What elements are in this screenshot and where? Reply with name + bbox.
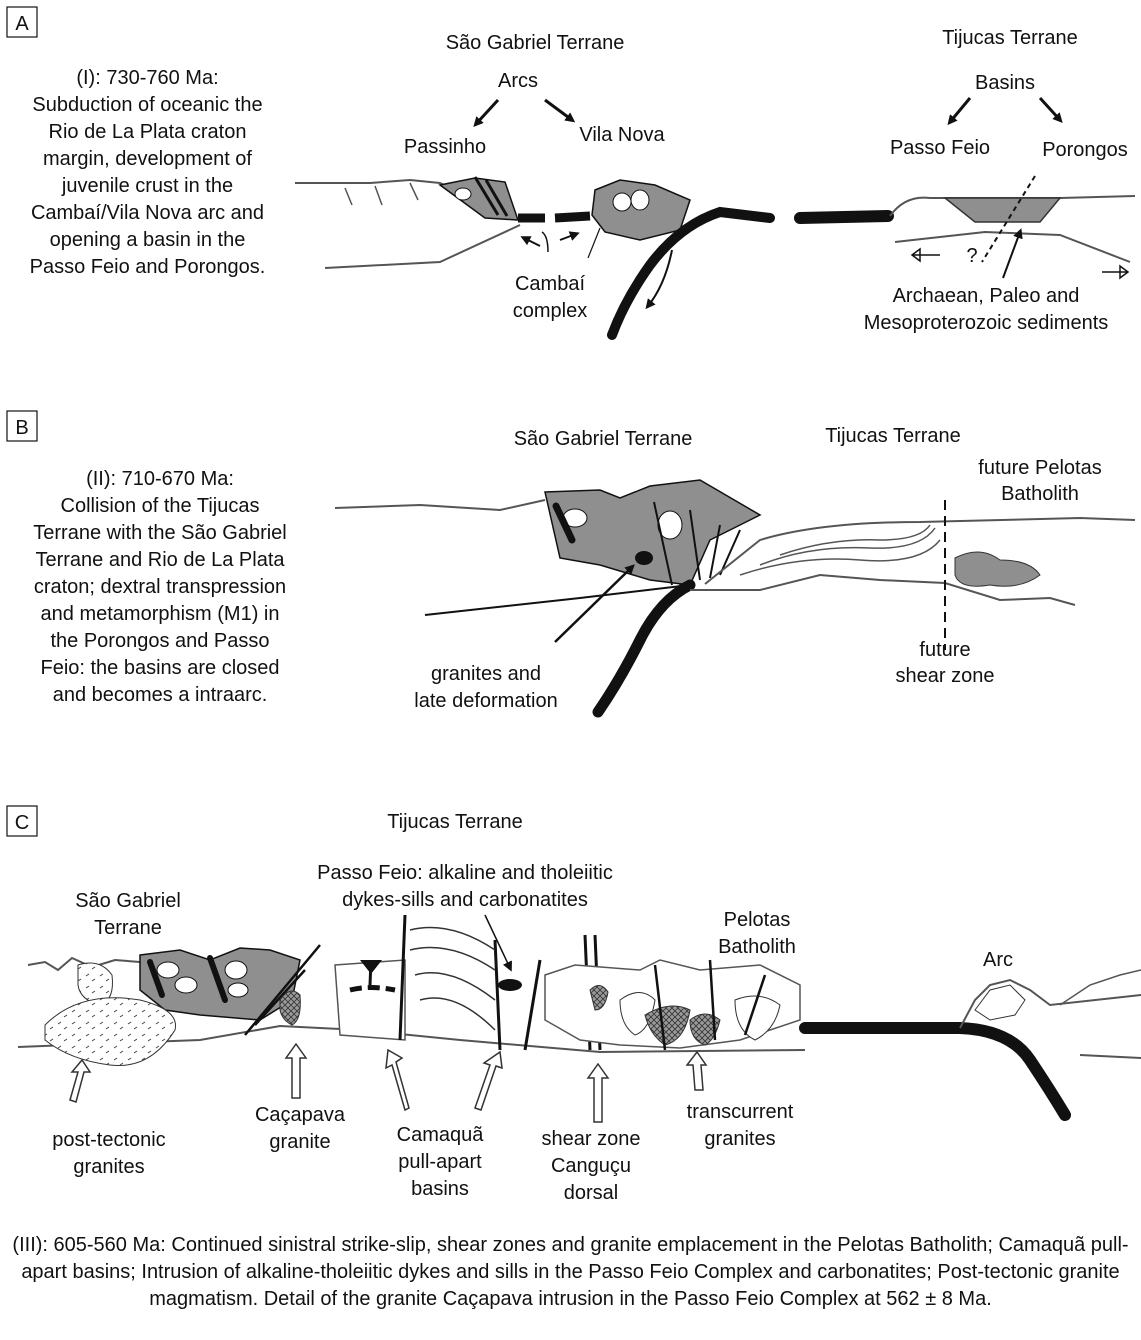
c-sao-gabriel-label-2: Terrane [94,917,162,939]
panel-b-letter: B [15,417,28,439]
c-carbonatite-body [498,979,522,991]
c-carbonatite-arrow [485,915,510,968]
c-granite-4 [228,983,248,997]
panel-a-letter: A [15,13,29,35]
b-tijucas-surface [705,518,1135,584]
b-subducting-slab [598,585,690,712]
c-post-tectonic-granite [45,998,176,1066]
c-cacapava-label-2: granite [269,1131,330,1153]
arcs-arrow-left [476,100,498,124]
c-upward-arrows [70,1044,706,1122]
c-transcurrent-label-1: transcurrent [687,1101,794,1123]
c-cacapava-label-1: Caçapava [255,1104,346,1126]
tijucas-base [895,232,1130,262]
sediments-arrow [1003,232,1020,278]
c-shear-label-2: Canguçu [551,1155,631,1177]
panel-c-letter: C [15,812,29,834]
vila-nova-granite-2 [631,190,649,210]
c-pelotas-label-1: Pelotas [724,909,791,931]
b-pelotas-label-1: future Pelotas [978,457,1101,479]
c-basin-strata [410,928,495,1031]
b-arc-block [545,480,760,585]
b-late-granite [635,551,653,565]
passinho-label: Passinho [404,136,486,158]
camaqua-arrow-2 [475,1052,502,1110]
c-subducting-slab [805,1028,1065,1115]
b-pelotas-label-2: Batholith [1001,483,1079,505]
vila-nova-granite-1 [613,193,631,211]
panel-a-description: (I): 730-760 Ma: Subduction of oceanic t… [5,65,290,281]
a-spread-left-stem [542,232,548,252]
c-passo-feio-label-1: Passo Feio: alkaline and tholeiitic [317,862,613,884]
cacapava-arrow [286,1044,306,1098]
c-camaqua-label-3: basins [411,1178,469,1200]
c-tijucas-label: Tijucas Terrane [387,811,523,833]
sediments-label-1: Archaean, Paleo and [893,285,1080,307]
question-mark: ? [966,245,977,267]
basins-arrow-left [950,98,970,122]
tijucas-extension-left [912,249,940,261]
c-granite-1 [157,962,179,978]
c-cacapava-granite [280,991,300,1025]
b-fold-layers [740,525,940,575]
b-sao-gabriel-label: São Gabriel Terrane [514,428,693,450]
tijucas-extension-right [1102,266,1128,278]
c-passo-feio-label-2: dykes-sills and carbonatites [342,889,588,911]
c-arc-volcanics [975,985,1025,1020]
a-crust-base-left [325,225,520,268]
camaqua-arrow [386,1050,409,1110]
sediments-label-2: Mesoproterozoic sediments [864,312,1109,334]
c-transcurrent-label-2: granites [704,1128,775,1150]
c-camaqua-label-1: Camaquã [397,1124,485,1146]
passo-feio-label: Passo Feio [890,137,990,159]
c-arc-label: Arc [983,949,1013,971]
cambai-label-1: Cambaí [515,273,585,295]
cambai-label-2: complex [513,300,587,322]
vila-nova-label: Vila Nova [579,124,665,146]
b-pelotas-plutons [955,552,1040,586]
c-post-tectonic-label-2: granites [73,1156,144,1178]
cambai-leader [588,228,600,258]
c-granite-3 [225,961,247,979]
c-camaqua-label-2: pull-apart [398,1151,482,1173]
c-sill-left [350,988,395,991]
c-granite-2 [175,977,197,993]
arcs-arrow-right [545,100,572,120]
a-sao-gabriel-label: São Gabriel Terrane [446,32,625,54]
c-shear-label-1: shear zone [542,1128,641,1150]
c-sao-gabriel-label-1: São Gabriel [75,890,181,912]
a-spread-right [560,234,576,240]
b-suture [425,585,690,615]
tijucas-basin-fill [945,198,1060,222]
b-crust-top [335,500,545,510]
b-tijucas-label: Tijucas Terrane [825,425,961,447]
a-ridge-mid [555,216,590,218]
b-granites-label-1: granites and [431,663,541,685]
b-granites-arrow [555,567,632,642]
a-spread-left [524,238,540,246]
figure-caption: (III): 605-560 Ma: Continued sinistral s… [8,1232,1133,1313]
c-crust-base-right [1080,1055,1141,1058]
b-granites-label-2: late deformation [414,690,557,712]
panel-b-description: (II): 710-670 Ma: Collision of the Tijuc… [5,466,315,709]
a-tijucas-label: Tijucas Terrane [942,27,1078,49]
c-shear-label-3: dorsal [564,1182,618,1204]
c-pelotas-label-2: Batholith [718,936,796,958]
b-shear-label-1: future [919,639,970,661]
a-oceanic-plate [800,216,888,218]
porongos-label: Porongos [1042,139,1128,161]
passinho-granite [455,188,471,200]
post-tectonic-arrow [70,1060,90,1102]
c-post-tectonic-label-1: post-tectonic [52,1129,165,1151]
basins-arrow-right [1040,98,1060,120]
transcurrent-arrow [687,1052,706,1090]
basins-label: Basins [975,72,1035,94]
a-crust-ticks [345,183,418,205]
b-shear-label-2: shear zone [896,665,995,687]
arcs-label: Arcs [498,70,538,92]
panel-c: C [7,806,1141,1204]
shear-zone-arrow [588,1064,608,1122]
